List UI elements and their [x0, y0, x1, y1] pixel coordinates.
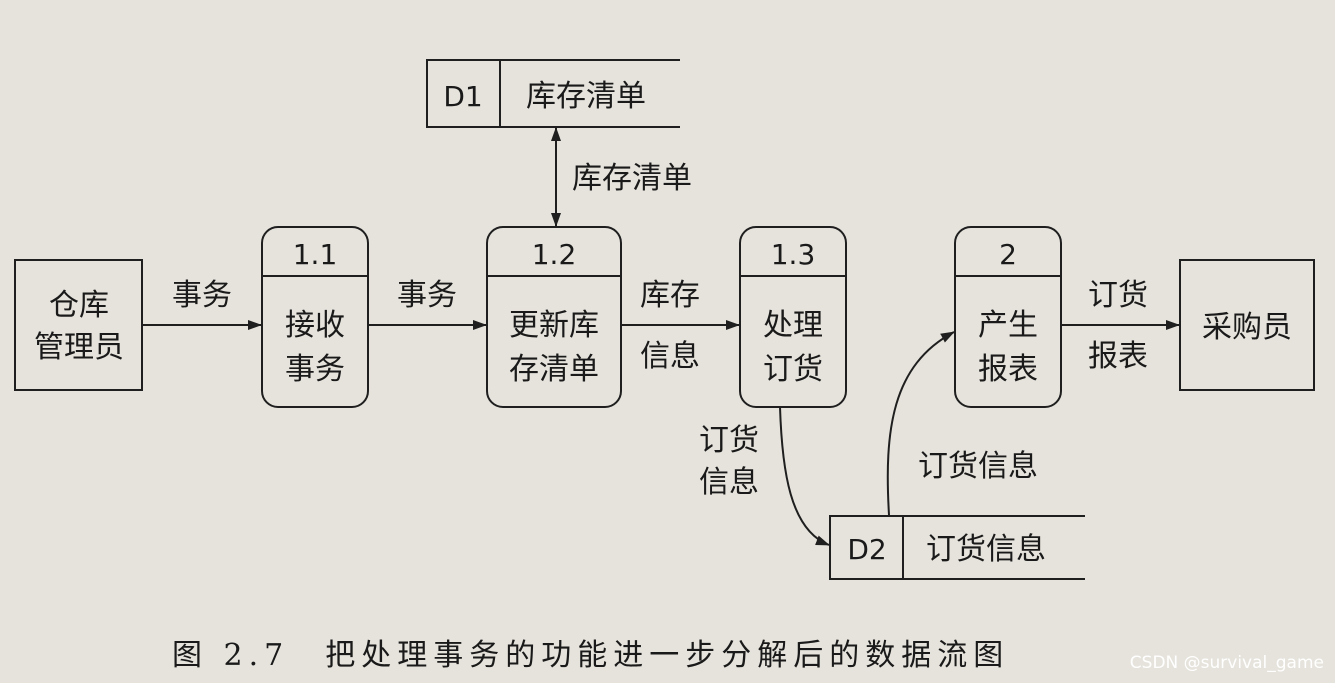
process-1-1: 1.1 接收 事务 [261, 226, 369, 408]
entity-warehouse-manager: 仓库 管理员 [14, 259, 143, 391]
process-1-3-id: 1.3 [771, 238, 816, 271]
process-2: 2 产生 报表 [954, 226, 1062, 408]
flow-1-3-to-d2-line2: 信息 [699, 465, 759, 500]
flow-1-2-to-1-3-line2: 信息 [640, 339, 700, 374]
flow-d1-1-2-label: 库存清单 [572, 161, 692, 196]
process-1-2-line2: 存清单 [509, 352, 599, 387]
process-1-3: 1.3 处理 订货 [739, 226, 847, 408]
flow-1-2-to-1-3-line1: 库存 [640, 278, 700, 313]
entity-purchaser-label: 采购员 [1202, 310, 1292, 345]
data-store-d2-name: 订货信息 [926, 532, 1046, 567]
data-store-d1-name: 库存清单 [526, 79, 646, 114]
flow-1-1-to-1-2-label: 事务 [397, 278, 457, 313]
figure-caption: 图 2.7 把处理事务的功能进一步分解后的数据流图 [172, 638, 1009, 673]
process-2-id: 2 [999, 238, 1017, 271]
process-1-3-line2: 订货 [763, 352, 823, 387]
flow-d1-1-2: 库存清单 [551, 127, 692, 227]
flow-2-to-purchaser-line2: 报表 [1088, 339, 1148, 374]
flow-1-2-to-1-3: 库存 信息 [621, 278, 740, 374]
data-store-d2: D2 订货信息 [829, 515, 1085, 580]
watermark: CSDN @survival_game [1130, 653, 1324, 673]
process-2-line1: 产生 [978, 308, 1038, 343]
flow-manager-to-1-1-label: 事务 [172, 278, 232, 313]
flow-1-1-to-1-2: 事务 [368, 278, 487, 330]
process-1-1-id: 1.1 [293, 238, 338, 271]
process-1-2: 1.2 更新库 存清单 [486, 226, 622, 408]
data-store-d1: D1 库存清单 [426, 59, 680, 128]
flow-2-to-purchaser: 订货 报表 [1061, 278, 1180, 374]
data-store-d1-id: D1 [443, 80, 482, 113]
flow-2-to-purchaser-line1: 订货 [1088, 278, 1148, 313]
flow-manager-to-1-1: 事务 [142, 278, 262, 330]
entity-warehouse-manager-line1: 仓库 [49, 288, 109, 323]
flow-1-3-to-d2: 订货 信息 [699, 406, 830, 546]
process-1-1-line1: 接收 [285, 308, 345, 343]
data-store-d2-id: D2 [847, 533, 886, 566]
process-2-line2: 报表 [978, 352, 1038, 387]
process-1-3-line1: 处理 [763, 308, 823, 343]
entity-warehouse-manager-line2: 管理员 [34, 330, 124, 365]
entity-purchaser: 采购员 [1179, 259, 1315, 391]
flow-1-3-to-d2-line1: 订货 [699, 423, 759, 458]
process-1-1-line2: 事务 [285, 352, 345, 387]
process-1-2-line1: 更新库 [509, 308, 599, 343]
flow-d2-to-2-label: 订货信息 [918, 449, 1038, 484]
flow-d2-to-2: 订货信息 [886, 331, 1038, 516]
process-1-2-id: 1.2 [532, 238, 577, 271]
